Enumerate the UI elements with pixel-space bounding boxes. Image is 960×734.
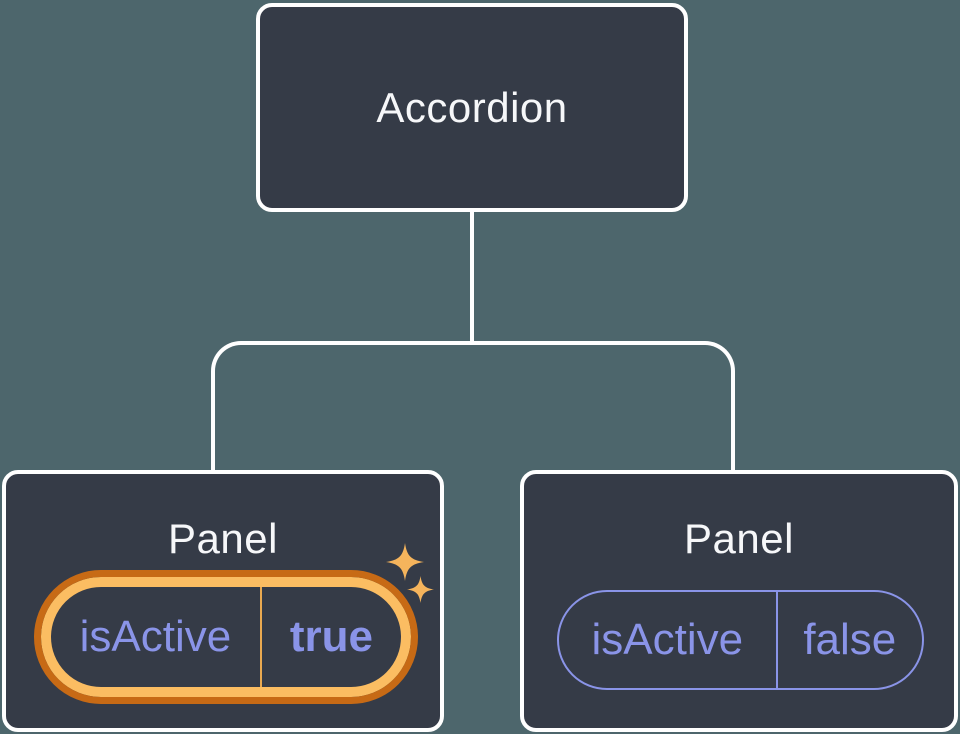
accordion-node-label: Accordion: [376, 83, 568, 131]
state-key: isActive: [79, 612, 232, 661]
pill-divider: [259, 587, 262, 687]
connector-branches: [211, 341, 735, 470]
state-value: true: [289, 612, 373, 661]
sparkle-icon-small: [407, 576, 434, 603]
connector-stem: [470, 209, 474, 345]
state-value: false: [803, 615, 897, 664]
state-pill-active: isActive true: [34, 570, 418, 704]
state-pill-inactive: isActive false: [557, 590, 924, 690]
state-key: isActive: [591, 615, 744, 664]
panel-node-active: Panel isActive true: [2, 470, 444, 732]
panel-node-label: Panel: [168, 515, 278, 562]
panel-node-label: Panel: [684, 515, 794, 562]
pill-divider: [775, 592, 778, 688]
accordion-node: Accordion: [256, 3, 688, 212]
panel-node-inactive: Panel isActive false: [520, 470, 958, 732]
sparkle-icon-large: [386, 543, 424, 581]
